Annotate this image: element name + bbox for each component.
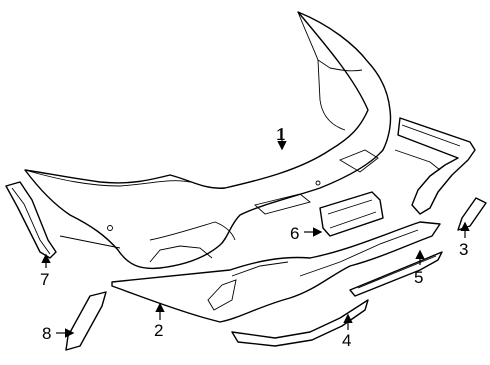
lower-trim-strip xyxy=(349,251,443,297)
callout-8: 8 xyxy=(42,324,51,343)
reflector-lower-left xyxy=(65,291,107,351)
bumper-support-bracket xyxy=(394,117,476,215)
lower-valance xyxy=(111,221,441,323)
lower-garnish xyxy=(231,299,369,347)
callout-4: 4 xyxy=(342,331,351,350)
callout-1: 1 xyxy=(276,125,285,144)
callout-7: 7 xyxy=(40,270,49,289)
callout-3: 3 xyxy=(459,240,468,259)
license-plate-bracket xyxy=(319,191,384,237)
reflector-left xyxy=(5,181,57,259)
bumper-cover xyxy=(24,11,392,270)
reflector-right xyxy=(457,197,487,231)
callout-6: 6 xyxy=(290,224,299,243)
callout-5: 5 xyxy=(414,268,423,287)
callout-2: 2 xyxy=(154,321,163,340)
